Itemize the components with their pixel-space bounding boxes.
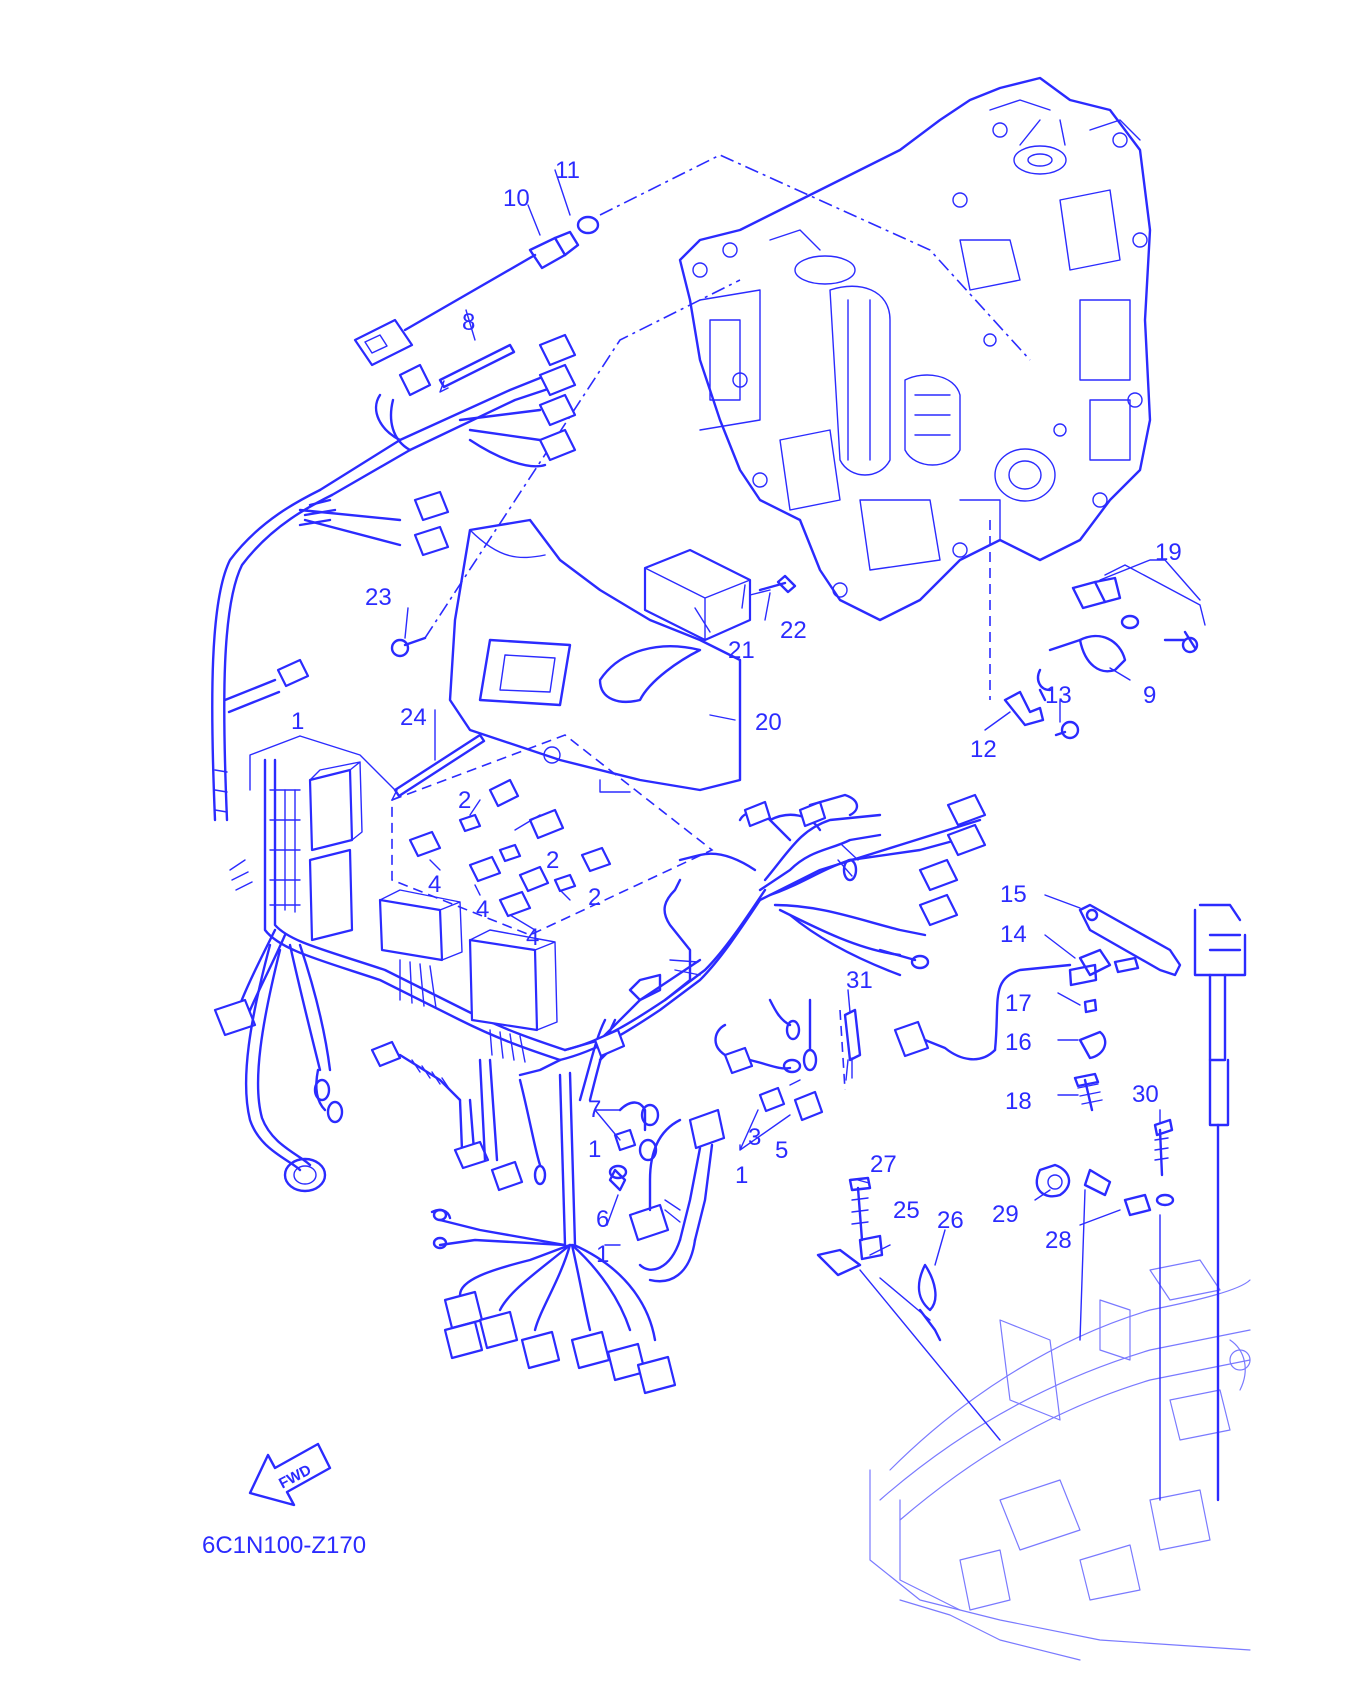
callout-4c: 4 [526, 924, 539, 951]
cowling-parts [816, 1118, 1175, 1501]
callout-12: 12 [970, 736, 997, 763]
ignition-coil [643, 548, 771, 642]
callout-25: 25 [893, 1197, 920, 1224]
screw-22 [758, 574, 797, 594]
callout-9: 9 [1143, 682, 1156, 709]
diagram-code: 6C1N100-Z170 [202, 1532, 366, 1559]
callout-2a: 2 [458, 787, 471, 814]
callout-7: 7 [588, 1096, 601, 1123]
callout-19: 19 [1155, 539, 1182, 566]
callout-31: 31 [846, 967, 873, 994]
callout-30: 30 [1132, 1081, 1159, 1108]
callout-29: 29 [992, 1201, 1019, 1228]
electrical-cover [448, 518, 742, 793]
callout-16: 16 [1005, 1029, 1032, 1056]
cable-tie-8 [438, 343, 516, 393]
callout-11: 11 [555, 157, 580, 184]
callout-4a: 4 [428, 871, 441, 898]
callout-3: 3 [748, 1124, 761, 1151]
upper-harness [211, 333, 577, 891]
callout-8: 8 [462, 309, 475, 336]
callout-6: 6 [596, 1206, 609, 1233]
callout-2b: 2 [546, 847, 559, 874]
sensor-lead-10 [353, 154, 1031, 367]
sender-assembly [989, 520, 1206, 740]
callout-4b: 4 [476, 896, 489, 923]
callout-13: 13 [1045, 682, 1072, 709]
callout-28: 28 [1045, 1227, 1072, 1254]
middle-parts [608, 963, 1072, 1283]
callout-1-six: 1 [596, 1241, 609, 1268]
callout-21: 21 [728, 637, 755, 664]
callout-2c: 2 [588, 884, 601, 911]
callout-17: 17 [1005, 990, 1032, 1017]
trim-rod [1193, 903, 1247, 1502]
leader-lines [249, 169, 1201, 1266]
callout-1-seven: 1 [588, 1136, 601, 1163]
engine-block [678, 76, 1152, 622]
callout-1: 1 [291, 708, 304, 735]
callout-14: 14 [1000, 921, 1027, 948]
fwd-arrow-icon: FWD [248, 1442, 332, 1507]
callout-15: 15 [1000, 881, 1027, 908]
callout-27: 27 [870, 1151, 897, 1178]
callout-18: 18 [1005, 1088, 1032, 1115]
lower-left-connectors [213, 928, 547, 1193]
callout-26: 26 [937, 1207, 964, 1234]
callout-10: 10 [503, 185, 530, 212]
callout-1-relay: 1 [735, 1162, 748, 1189]
callout-22: 22 [780, 617, 807, 644]
bottom-harness [430, 1071, 677, 1395]
connector-set-box [391, 734, 714, 936]
main-harness [263, 758, 987, 1102]
bolt-23 [390, 279, 741, 658]
bottom-cowling [869, 1259, 1251, 1661]
neutral-switch-assembly [1068, 903, 1182, 1112]
callout-5: 5 [775, 1137, 788, 1164]
callout-23: 23 [365, 584, 392, 611]
callout-20: 20 [755, 709, 782, 736]
callout-24: 24 [400, 704, 427, 731]
part-callouts: 11 10 8 23 1 24 21 22 20 19 9 13 12 2 2 … [291, 157, 1182, 1268]
